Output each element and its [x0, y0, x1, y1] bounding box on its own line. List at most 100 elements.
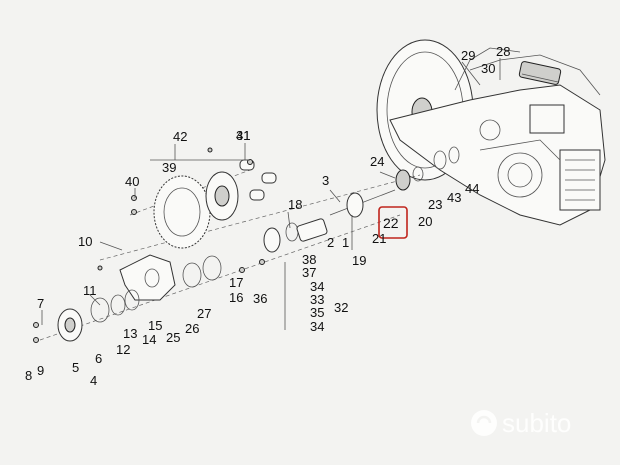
callout-31: 31: [236, 128, 250, 143]
watermark: subito: [471, 408, 571, 438]
callout-26: 26: [185, 321, 199, 336]
callout-35: 35: [310, 305, 324, 320]
callout-40: 40: [125, 174, 139, 189]
bearing-18: [263, 227, 281, 253]
callout-12: 12: [116, 342, 130, 357]
washer-12: [90, 297, 110, 323]
seal-43: [433, 150, 447, 170]
gear-21: [395, 169, 411, 191]
callout-22: 22: [383, 215, 399, 231]
callout-1: 1: [342, 235, 349, 250]
shock-spring: [521, 73, 559, 83]
bolt-40a: [131, 195, 137, 201]
seal-18: [285, 222, 299, 242]
callout-23: 23: [428, 197, 442, 212]
bolt-41: [247, 159, 253, 165]
callout-9: 9: [37, 363, 44, 378]
callout-39: 39: [162, 160, 176, 175]
callout-19: 19: [352, 253, 366, 268]
callout-18: 18: [288, 197, 302, 212]
parts-row: [33, 146, 460, 343]
callout-15: 15: [148, 318, 162, 333]
callout-43: 43: [447, 190, 461, 205]
washer-13: [110, 294, 126, 316]
washer-20: [412, 166, 424, 182]
callout-38: 38: [302, 252, 316, 267]
callout-34: 34: [310, 279, 324, 294]
callout-3: 3: [322, 173, 329, 188]
callout-5: 5: [72, 360, 79, 375]
callout-2: 2: [327, 235, 334, 250]
bolt-42: [207, 147, 213, 153]
callout-11: 11: [83, 283, 97, 298]
callout-32: 32: [334, 300, 348, 315]
callout-28: 28: [496, 44, 510, 59]
callout-27: 27: [197, 306, 211, 321]
frame-tube: [469, 54, 601, 96]
callout-8: 8: [25, 368, 32, 383]
watermark-text: subito: [502, 408, 571, 438]
bolt-10: [97, 265, 103, 271]
callout-37: 37: [302, 265, 316, 280]
callout-29: 29: [461, 48, 475, 63]
washer-14: [124, 289, 140, 311]
clutch-cover: [497, 152, 543, 198]
carburettor: [529, 104, 565, 134]
case-rib: [479, 139, 561, 161]
leader-10: [99, 241, 123, 251]
leader-42: [150, 144, 250, 161]
leader-29: [461, 61, 481, 86]
callout-14: 14: [142, 332, 156, 347]
callout-21: 21: [372, 231, 386, 246]
callout-36: 36: [253, 291, 267, 306]
seal-44: [448, 146, 460, 164]
highlight-box: [378, 206, 408, 239]
callout-10: 10: [78, 234, 92, 249]
bolt-17: [239, 267, 245, 273]
watermark-logo-icon: [471, 410, 497, 436]
sprocket-carrier-hub: [214, 185, 230, 207]
callout-34-second: 34: [310, 319, 324, 334]
leader-24: [379, 171, 396, 179]
callout-33: 33: [310, 292, 324, 307]
callout-20: 20: [418, 214, 432, 229]
hub-flange: [346, 192, 364, 218]
hub-5-bore: [64, 317, 76, 333]
seal-16: [202, 255, 222, 281]
callout-42: 42: [173, 129, 187, 144]
watermark-logo-mark: [476, 415, 492, 424]
sprocket-inner: [163, 187, 201, 237]
callout-24: 24: [370, 154, 384, 169]
callout-4: 4: [90, 373, 97, 388]
callout-44: 44: [465, 181, 479, 196]
callout-25: 25: [166, 330, 180, 345]
caliper-bracket: [119, 254, 176, 301]
bracket-bore: [144, 268, 160, 288]
axis-line-1: [99, 174, 421, 261]
cylinder-fins: [565, 159, 595, 201]
callout-13: 13: [123, 326, 137, 341]
callout-labels: 1 2 4 5 6 7 8 9 10 11 12 13 14 15 16 17 …: [25, 44, 510, 388]
engine-assembly: [376, 39, 606, 226]
bolt-40b: [131, 209, 137, 215]
seal-27: [182, 262, 202, 288]
leader-lines: [41, 58, 501, 330]
leader-11: [89, 294, 101, 306]
damper-3: [249, 189, 265, 201]
damper-2: [261, 172, 277, 184]
callout-41: 41: [236, 128, 250, 143]
nut-36: [259, 259, 265, 265]
bolt-8: [33, 337, 39, 343]
spacer-sleeve: [296, 218, 328, 242]
bolt-7: [33, 322, 39, 328]
callout-30: 30: [481, 61, 495, 76]
callout-16: 16: [229, 290, 243, 305]
leader-18: [287, 211, 291, 229]
frame-tube-2: [454, 47, 521, 91]
leader-3: [329, 189, 341, 203]
sprocket-ring: [153, 175, 211, 249]
pivot-boss: [479, 119, 501, 141]
axis-line-2: [39, 214, 401, 341]
